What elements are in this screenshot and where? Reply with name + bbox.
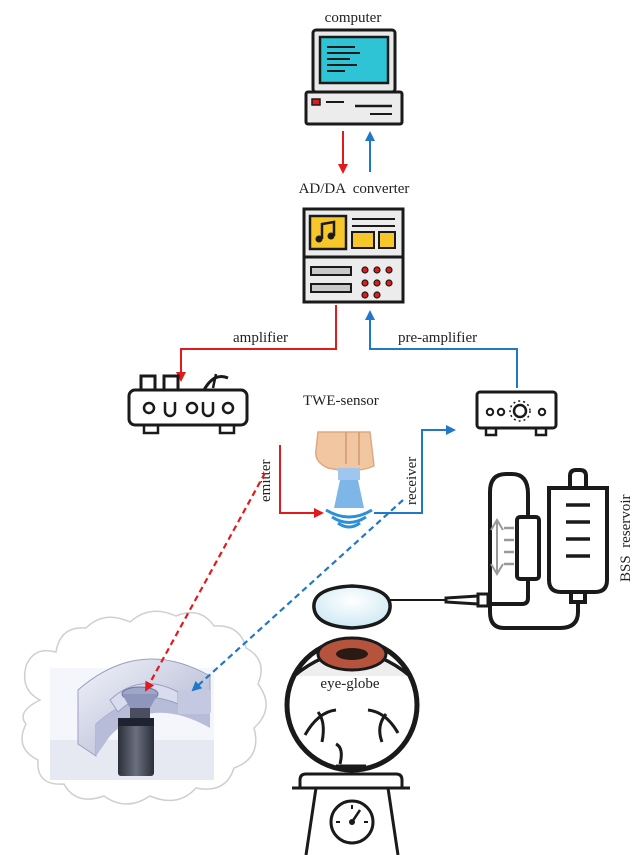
converter-to-amplifier-arrow xyxy=(176,305,337,382)
sensor-holder-3d-model-icon xyxy=(21,610,267,805)
desktop-computer-icon xyxy=(304,28,404,126)
preamplifier-icon xyxy=(475,390,558,437)
emitter-label: emitter xyxy=(258,460,274,502)
eyeglobe-label: eye-globe xyxy=(320,676,379,692)
preamplifier-to-converter-arrow xyxy=(365,310,518,388)
sensor-to-preamplifier-arrow xyxy=(374,425,456,514)
hand-holding-sensor-icon xyxy=(315,431,375,529)
iv-bag-icon xyxy=(370,468,609,630)
amplifier-label: amplifier xyxy=(233,330,288,346)
reservoir-label: BSS reservoir xyxy=(618,495,634,583)
amplifier-to-sensor-arrow xyxy=(279,445,324,518)
receiver-label: receiver xyxy=(404,457,420,505)
audio-interface-icon xyxy=(302,207,405,304)
emitter-beam-dashed xyxy=(145,472,266,692)
preamplifier-label: pre-amplifier xyxy=(398,330,477,346)
amplifier-icon xyxy=(127,373,249,435)
converter-label: AD/DA converter xyxy=(299,181,410,197)
receiver-beam-dashed xyxy=(191,499,404,692)
eye-globe-icon xyxy=(284,584,420,773)
weighing-scale-icon xyxy=(292,764,410,855)
sensor-label: TWE-sensor xyxy=(303,393,379,409)
computer-label: computer xyxy=(325,10,382,26)
